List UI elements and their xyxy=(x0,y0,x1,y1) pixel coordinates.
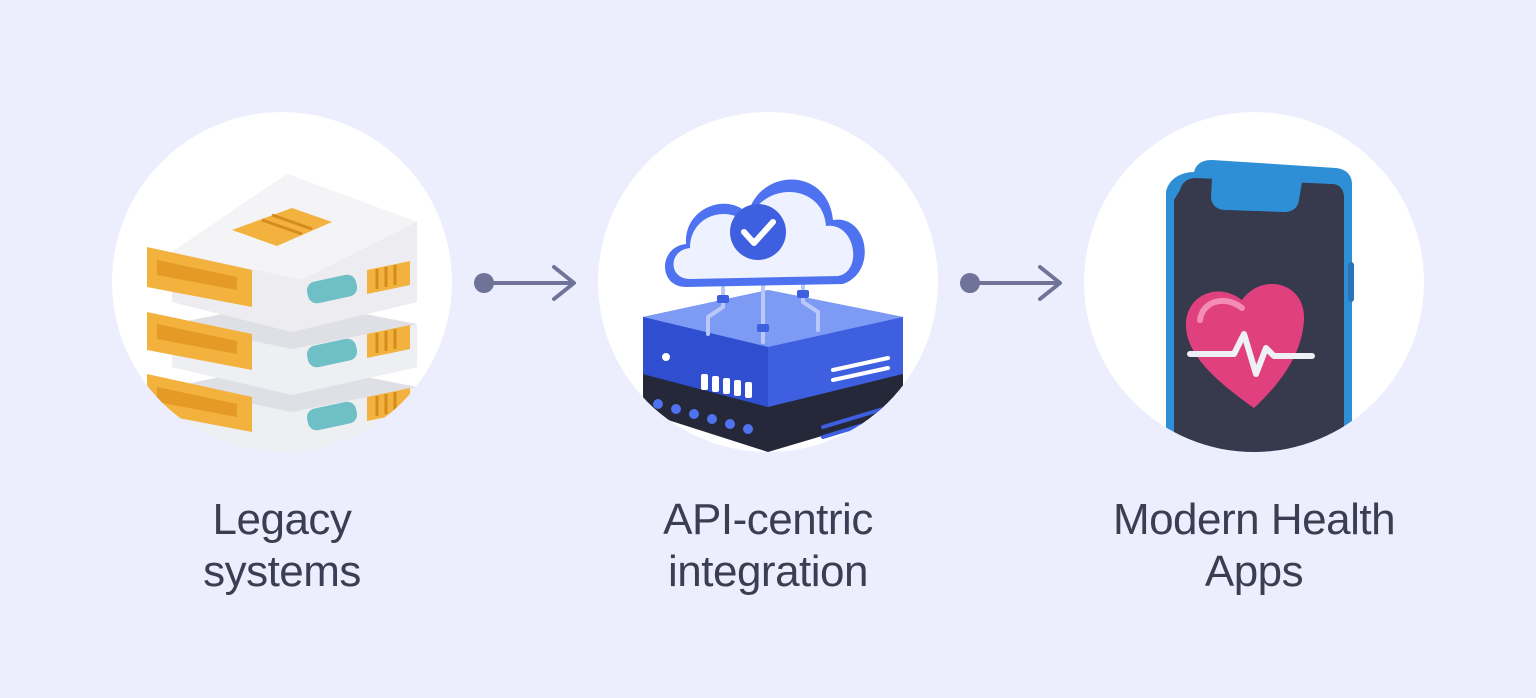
step-label-app: Modern Health Apps xyxy=(1044,494,1464,598)
api-integration-circle xyxy=(598,112,938,452)
health-app-circle xyxy=(1084,112,1424,452)
phone-heart-icon xyxy=(1166,160,1354,452)
server-base xyxy=(643,290,903,452)
step-label-app-line1: Modern Health xyxy=(1112,495,1396,544)
flow-arrow-1 xyxy=(474,265,576,301)
server-unit-bottom xyxy=(147,362,417,452)
step-label-api-line2: integration xyxy=(668,547,868,596)
step-label-legacy-line1: Legacy xyxy=(212,495,352,544)
server-unit-top xyxy=(147,174,417,332)
flow-arrow-2 xyxy=(960,265,1062,301)
step-label-legacy-line2: systems xyxy=(203,547,361,596)
cloud-api-server-icon xyxy=(643,179,903,452)
pulse-line xyxy=(1187,331,1315,377)
checkmark-icon xyxy=(730,204,786,260)
server-stack-icon xyxy=(147,174,417,452)
step-label-api: API-centric integration xyxy=(558,494,978,598)
step-label-api-line1: API-centric xyxy=(663,495,873,544)
step-label-app-line2: Apps xyxy=(1204,547,1304,596)
step-label-legacy: Legacy systems xyxy=(72,494,492,598)
legacy-systems-circle xyxy=(112,112,452,452)
server-unit-middle xyxy=(147,300,417,395)
